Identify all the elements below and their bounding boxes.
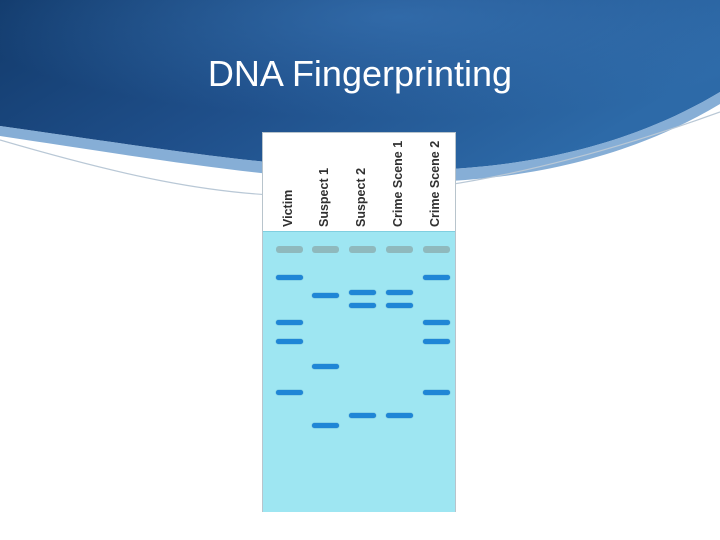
dna-band — [348, 290, 376, 296]
slide-title: DNA Fingerprinting — [207, 53, 513, 94]
gel-well — [385, 246, 413, 253]
dna-band — [422, 319, 450, 325]
gel-well — [311, 246, 339, 253]
dna-band — [311, 364, 339, 370]
dna-band — [311, 423, 339, 429]
header-glow — [0, 0, 720, 171]
dna-gel-figure: Victim Suspect 1 Suspect 2 Crime Scene 1 Cri… — [262, 132, 456, 512]
gel-well — [275, 246, 303, 253]
dna-band — [422, 389, 450, 395]
dna-band — [275, 339, 303, 345]
dna-band — [385, 413, 413, 419]
lane-label-crime-scene-1: Crime Scene 1 — [391, 140, 405, 227]
gel-body — [263, 231, 455, 512]
lane-label-suspect-1: Suspect 1 — [317, 167, 331, 227]
lane-label-strip: Victim Suspect 1 Suspect 2 Crime Scene 1 Cri… — [263, 133, 455, 231]
lane-label-crime-scene-2: Crime Scene 2 — [428, 140, 442, 227]
lane-label-victim: Victim — [281, 189, 295, 227]
dna-band — [275, 389, 303, 395]
lane-label-suspect-2: Suspect 2 — [354, 167, 368, 227]
gel-well — [348, 246, 376, 253]
slide-header-background — [0, 0, 720, 197]
dna-band — [422, 274, 450, 280]
dna-band — [311, 293, 339, 298]
dna-band — [348, 302, 376, 308]
dna-band — [422, 339, 450, 345]
dna-band — [385, 302, 413, 308]
dna-band — [275, 319, 303, 325]
dna-band — [348, 413, 376, 419]
header-wave-accent — [0, 92, 720, 183]
dna-band — [385, 290, 413, 296]
dna-band — [275, 274, 303, 280]
gel-well — [422, 246, 450, 253]
